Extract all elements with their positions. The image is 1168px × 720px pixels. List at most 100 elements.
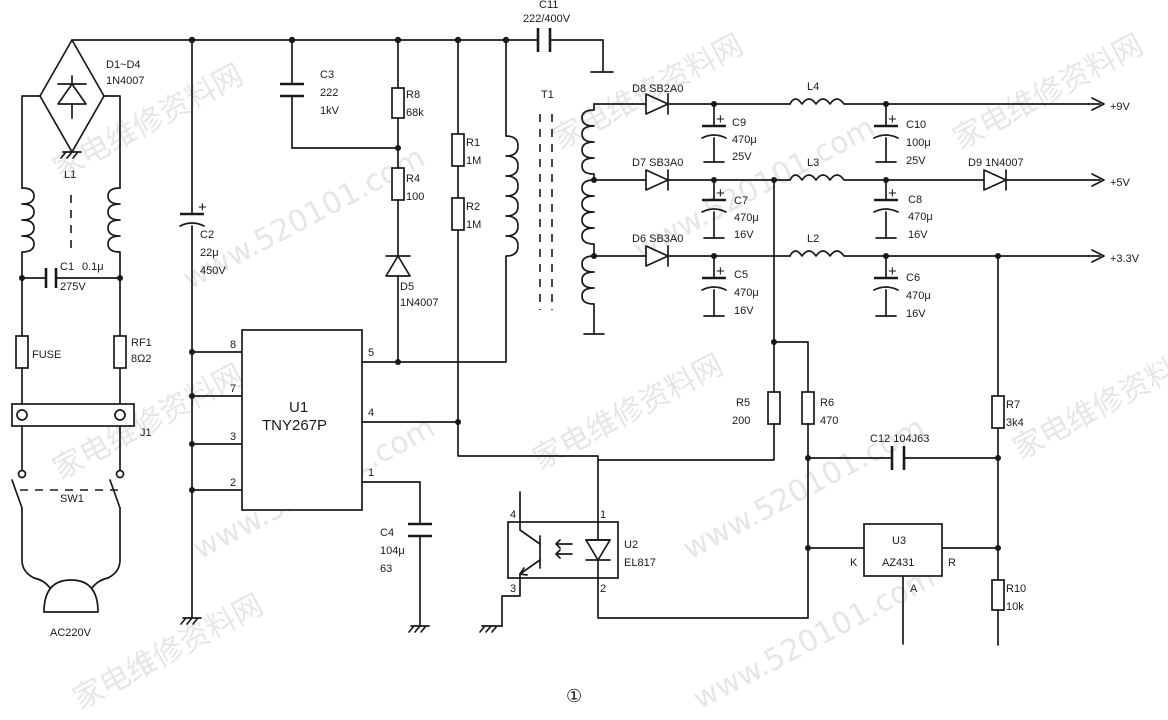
- c1-voltage: 275V: [60, 281, 86, 293]
- capacitor-c1: C1 0.1μ 275V: [19, 261, 123, 293]
- u3-part: AZ431: [882, 557, 914, 569]
- resistor-r2: R2 1M: [361, 197, 599, 517]
- resistor-rf1: RF1 8Ω2: [113, 269, 152, 411]
- capacitor-c4: C4 104μ 63: [361, 481, 432, 633]
- u1-pin-2: 2: [230, 477, 236, 489]
- u2-pin-1: 1: [600, 509, 606, 521]
- watermark-text-1: 家电维修资料网: [47, 58, 249, 187]
- rail-5v: D7 SB3A0 L3 D9 1N4007 +5V: [593, 157, 1131, 191]
- c2-value: 22μ: [200, 247, 219, 259]
- r10-value: 10k: [1006, 601, 1024, 613]
- c5-plus: +: [716, 263, 725, 280]
- r5-ref: R5: [736, 397, 750, 409]
- capacitor-c7: + C7 470μ 16V: [701, 179, 759, 241]
- watermark-text-6: 家电维修资料网: [1007, 338, 1168, 467]
- figure-number: ①: [566, 686, 582, 706]
- watermark: 家电维修资料网 www.520101.com 家电维修资料网 www.52010…: [47, 28, 1168, 717]
- u2-part: EL817: [624, 557, 656, 569]
- drain-node: [361, 39, 507, 363]
- c9-voltage: 25V: [732, 151, 752, 163]
- out-9v: +9V: [1110, 101, 1131, 113]
- r7-ref: R7: [1006, 399, 1020, 411]
- resistor-r1: R1 1M: [451, 39, 481, 199]
- capacitor-c2: + C2 22μ 450V: [179, 39, 226, 625]
- c6-value: 470μ: [906, 290, 931, 302]
- c11-ref: C11: [539, 0, 558, 11]
- d6-label: D6 SB3A0: [632, 233, 683, 245]
- c6-voltage: 16V: [906, 308, 926, 320]
- u3-pin-k: K: [850, 557, 858, 569]
- c2-plus: +: [198, 199, 207, 216]
- sw1-label: SW1: [60, 493, 84, 505]
- c8-voltage: 16V: [908, 229, 928, 241]
- ic-u1: U1 TNY267P 8 7 3 2 5 4 1: [230, 329, 374, 511]
- u1-pin-3: 3: [230, 431, 236, 443]
- u3-pin-r: R: [948, 557, 956, 569]
- fuse: FUSE: [15, 269, 61, 411]
- capacitor-c10: + C10 100μ 25V: [873, 103, 931, 167]
- c8-ref: C8: [908, 194, 922, 206]
- d5-value: 1N4007: [400, 297, 439, 309]
- c2-ref: C2: [200, 229, 214, 241]
- capacitor-c8: + C8 470μ 16V: [873, 179, 933, 241]
- resistor-r7: R7 3k4: [991, 255, 1024, 581]
- c1-value: 0.1μ: [82, 261, 104, 273]
- capacitor-c5: + C5 470μ 16V: [701, 255, 759, 317]
- c8-plus: +: [888, 185, 897, 202]
- c9-ref: C9: [732, 117, 746, 129]
- r6-value: 470: [820, 415, 838, 427]
- d8-label: D8 SB2A0: [632, 83, 683, 95]
- transformer-t1: T1: [505, 89, 605, 335]
- r1-value: 1M: [466, 155, 481, 167]
- c1-ref: C1: [60, 261, 74, 273]
- capacitor-c12: C12 104J63: [807, 433, 999, 470]
- l2-label: L2: [807, 233, 819, 245]
- c9-value: 470μ: [732, 134, 757, 146]
- bridge-ref: D1~D4: [106, 59, 141, 71]
- c3-voltage: 1kV: [320, 105, 340, 117]
- connector-j1: J1: [11, 403, 152, 439]
- resistor-r10: R10 10k: [991, 579, 1026, 646]
- c3-value: 222: [320, 87, 338, 99]
- capacitor-c3: C3 222 1kV: [280, 39, 401, 151]
- r1-ref: R1: [466, 137, 480, 149]
- c4-ref: C4: [380, 527, 394, 539]
- c10-value: 100μ: [906, 137, 931, 149]
- c4-value: 104μ: [380, 545, 405, 557]
- t1-label: T1: [541, 89, 554, 101]
- l1-ref: L1: [64, 169, 76, 181]
- d9-label: D9 1N4007: [968, 157, 1024, 169]
- feedback-node: [771, 179, 809, 393]
- r2-value: 1M: [466, 219, 481, 231]
- r8-value: 68k: [406, 107, 424, 119]
- capacitor-c9: + C9 470μ 25V: [701, 103, 757, 163]
- diode-d5: D5 1N4007: [385, 255, 439, 365]
- rf1-value: 8Ω2: [131, 353, 151, 365]
- fuse-label: FUSE: [32, 349, 61, 361]
- u1-ground-pins: [189, 349, 243, 493]
- c5-ref: C5: [734, 269, 748, 281]
- u1-pin-8: 8: [230, 339, 236, 351]
- c5-value: 470μ: [734, 287, 759, 299]
- rail-9v: D8 SB2A0 L4 +9V: [593, 81, 1131, 115]
- c7-ref: C7: [734, 195, 748, 207]
- u3-pin-a: A: [910, 583, 918, 595]
- c10-plus: +: [888, 111, 897, 128]
- ac-label: AC220V: [50, 627, 92, 639]
- bridge-rectifier: D1~D4 1N4007: [21, 39, 145, 189]
- c2-voltage: 450V: [200, 265, 226, 277]
- c7-voltage: 16V: [734, 229, 754, 241]
- c12-label: C12 104J63: [870, 433, 929, 445]
- resistor-r8: R8 68k: [391, 39, 424, 169]
- u1-ref: U1: [289, 399, 308, 416]
- hv-rail: [71, 36, 614, 73]
- r7-value: 3k4: [1006, 417, 1024, 429]
- c11-value: 222/400V: [523, 13, 571, 25]
- optocoupler-u2: 4 3 1 2 U2 EL817: [479, 509, 656, 633]
- u2-pin-4: 4: [510, 509, 516, 521]
- c4-voltage: 63: [380, 563, 392, 575]
- watermark-text-5: 家电维修资料网: [947, 28, 1149, 157]
- ic-u3: U3 AZ431 K R A: [807, 523, 999, 645]
- c10-voltage: 25V: [906, 155, 926, 167]
